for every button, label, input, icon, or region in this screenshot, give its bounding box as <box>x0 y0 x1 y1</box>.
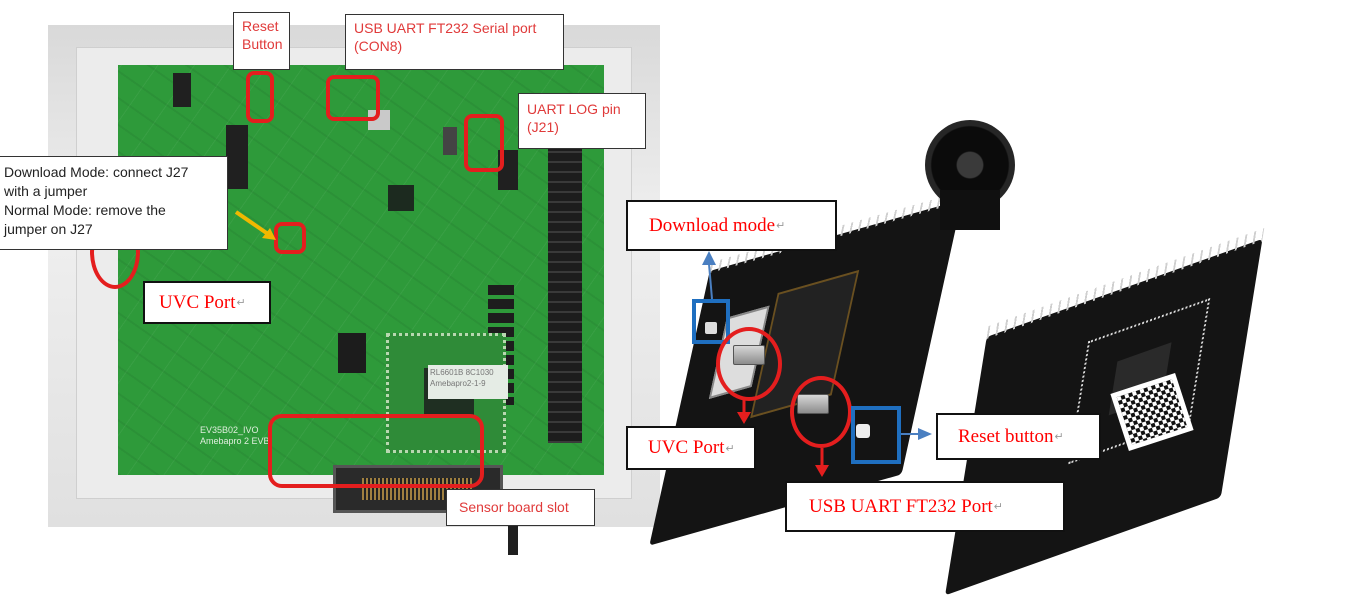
reset-button-highlight-mini <box>851 406 901 464</box>
download-mode-highlight <box>692 299 730 344</box>
callout-download-mode-evb: Download Mode: connect J27 with a jumper… <box>0 156 228 250</box>
callout-reset-button-mini: Reset button↵ <box>936 413 1101 460</box>
uart-log-highlight <box>464 114 504 172</box>
ic-chip <box>388 185 414 211</box>
callout-sensor-board-slot: Sensor board slot <box>446 489 595 526</box>
callout-reset-button: Reset Button <box>233 12 290 70</box>
download-switch <box>705 322 717 334</box>
uvc-port-highlight-mini <box>716 327 782 401</box>
callout-download-mode: Download mode↵ <box>626 200 837 251</box>
pin-header-right <box>548 113 582 443</box>
callout-uart-log-pin: UART LOG pin (J21) <box>518 93 646 149</box>
callout-usb-uart-port: USB UART FT232 Port↵ <box>785 481 1065 532</box>
callout-uvc-port: UVC Port↵ <box>626 426 756 470</box>
usb-uart-highlight-mini <box>790 376 852 448</box>
reset-switch <box>856 424 870 438</box>
usb-uart-highlight <box>326 75 380 121</box>
switch <box>443 127 457 155</box>
sensor-slot-highlight <box>268 414 484 488</box>
j27-jumper-highlight <box>274 222 306 254</box>
board-sticker: RL6601B 8C1030 Amebapro2-1-9 <box>428 365 508 399</box>
callout-uvc-port-evb: UVC Port↵ <box>143 281 271 324</box>
pin-header <box>173 73 191 107</box>
lens-mount <box>940 190 1000 230</box>
callout-usb-uart-serial-port: USB UART FT232 Serial port (CON8) <box>345 14 564 70</box>
ic-chip <box>338 333 366 373</box>
board-silkscreen: EV35B02_IVO Amebapro 2 EVB <box>200 425 270 446</box>
pin-header <box>508 505 518 555</box>
yellow-arrow-icon <box>234 210 276 240</box>
pin-header <box>226 125 248 189</box>
reset-button-highlight <box>246 71 274 123</box>
